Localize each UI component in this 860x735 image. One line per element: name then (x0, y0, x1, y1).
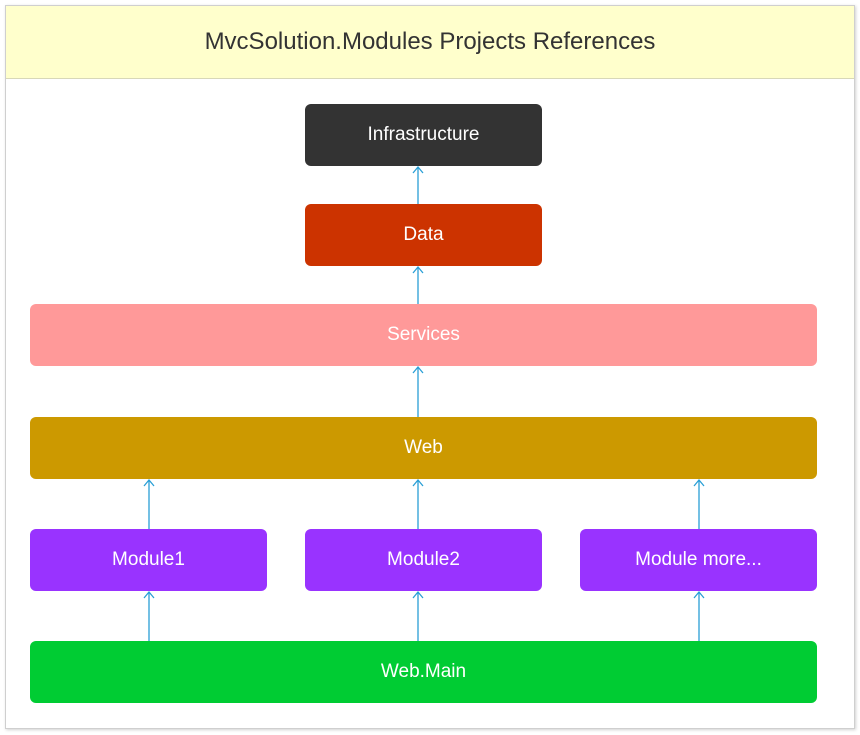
diagram-title: MvcSolution.Modules Projects References (6, 6, 854, 79)
node-web-main: Web.Main (30, 641, 817, 703)
arrow-data-to-infrastructure (412, 165, 424, 204)
arrow-module1-to-web (143, 478, 155, 529)
node-module1: Module1 (30, 529, 267, 591)
arrow-services-to-data (412, 265, 424, 304)
node-module2: Module2 (305, 529, 542, 591)
arrow-module-more-to-web (693, 478, 705, 529)
arrow-web-main-to-module2 (412, 590, 424, 641)
node-module-more: Module more... (580, 529, 817, 591)
node-infrastructure: Infrastructure (305, 104, 542, 166)
node-data: Data (305, 204, 542, 266)
node-services: Services (30, 304, 817, 366)
arrow-web-to-services (412, 365, 424, 417)
node-web: Web (30, 417, 817, 479)
arrow-module2-to-web (412, 478, 424, 529)
arrow-web-main-to-module1 (143, 590, 155, 641)
arrow-web-main-to-module-more (693, 590, 705, 641)
